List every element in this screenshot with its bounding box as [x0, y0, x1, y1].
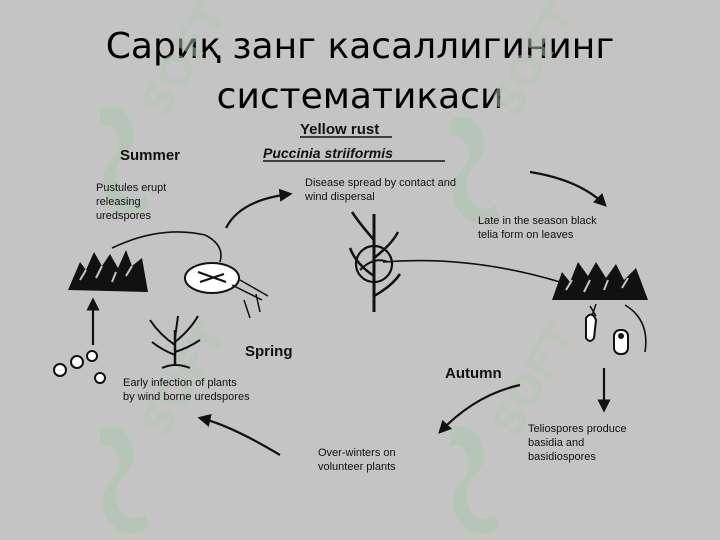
caption-line: basidia and: [528, 437, 584, 449]
caption-line: by wind borne uredspores: [123, 391, 250, 403]
connector-pustules: [111, 231, 222, 263]
caption-teliospores: Teliospores produce basidia and basidios…: [528, 423, 626, 463]
teliospore-icon: [585, 303, 629, 355]
pustule-cluster-left-icon: [68, 250, 148, 292]
connector-leaf-to-telia: [382, 259, 561, 283]
infected-plant-icon: [348, 211, 402, 312]
watermark-text: SOFT: [131, 0, 235, 125]
slide-title: Сариқ занг касаллигининг систематикаси: [0, 22, 720, 122]
watermark-logo-center-top: SOFT: [450, 0, 585, 224]
arrow-autumn-to-overwinter: [438, 383, 521, 434]
caption-line: telia form on leaves: [478, 229, 574, 241]
telia-cluster-icon: [552, 262, 648, 300]
spores-icon: [53, 350, 106, 384]
caption-line: basidiospores: [528, 451, 596, 463]
caption-line: Over-winters on: [318, 447, 396, 459]
watermark-text: SOFT: [481, 0, 585, 125]
arrow-overwinter-to-spring: [197, 413, 281, 456]
season-summer: Summer: [120, 147, 180, 164]
caption-line: Teliospores produce: [528, 423, 626, 435]
arrow-spread-to-late-season: [529, 170, 607, 207]
caption-early-infection: Early infection of plants by wind borne …: [123, 377, 250, 403]
caption-line: Early infection of plants: [123, 377, 237, 389]
caption-disease-spread: Disease spread by contact and wind dispe…: [304, 177, 456, 203]
title-line-2: систематикаси: [216, 76, 504, 117]
caption-late-season: Late in the season black telia form on l…: [478, 215, 597, 241]
season-autumn: Autumn: [445, 365, 502, 382]
caption-line: Disease spread by contact and: [305, 177, 456, 189]
caption-pustules: Pustules erupt releasing uredspores: [96, 182, 166, 222]
magnified-leaf-icon: [184, 262, 269, 319]
caption-line: Pustules erupt: [96, 182, 166, 194]
title-line-1: Сариқ занг касаллигининг: [105, 26, 615, 67]
caption-line: wind dispersal: [304, 191, 375, 203]
species-name: Puccinia striiformis: [263, 145, 393, 161]
caption-line: uredspores: [96, 210, 152, 222]
season-spring: Spring: [245, 343, 293, 360]
arrow-summer-to-spread: [225, 188, 293, 229]
diagram-heading: Yellow rust: [300, 121, 379, 138]
caption-line: releasing: [96, 196, 141, 208]
caption-over-winters: Over-winters on volunteer plants: [318, 447, 396, 473]
caption-line: volunteer plants: [318, 461, 396, 473]
caption-line: Late in the season black: [478, 215, 597, 227]
seedling-icon: [149, 315, 201, 369]
connector-telia-spores: [624, 304, 647, 353]
